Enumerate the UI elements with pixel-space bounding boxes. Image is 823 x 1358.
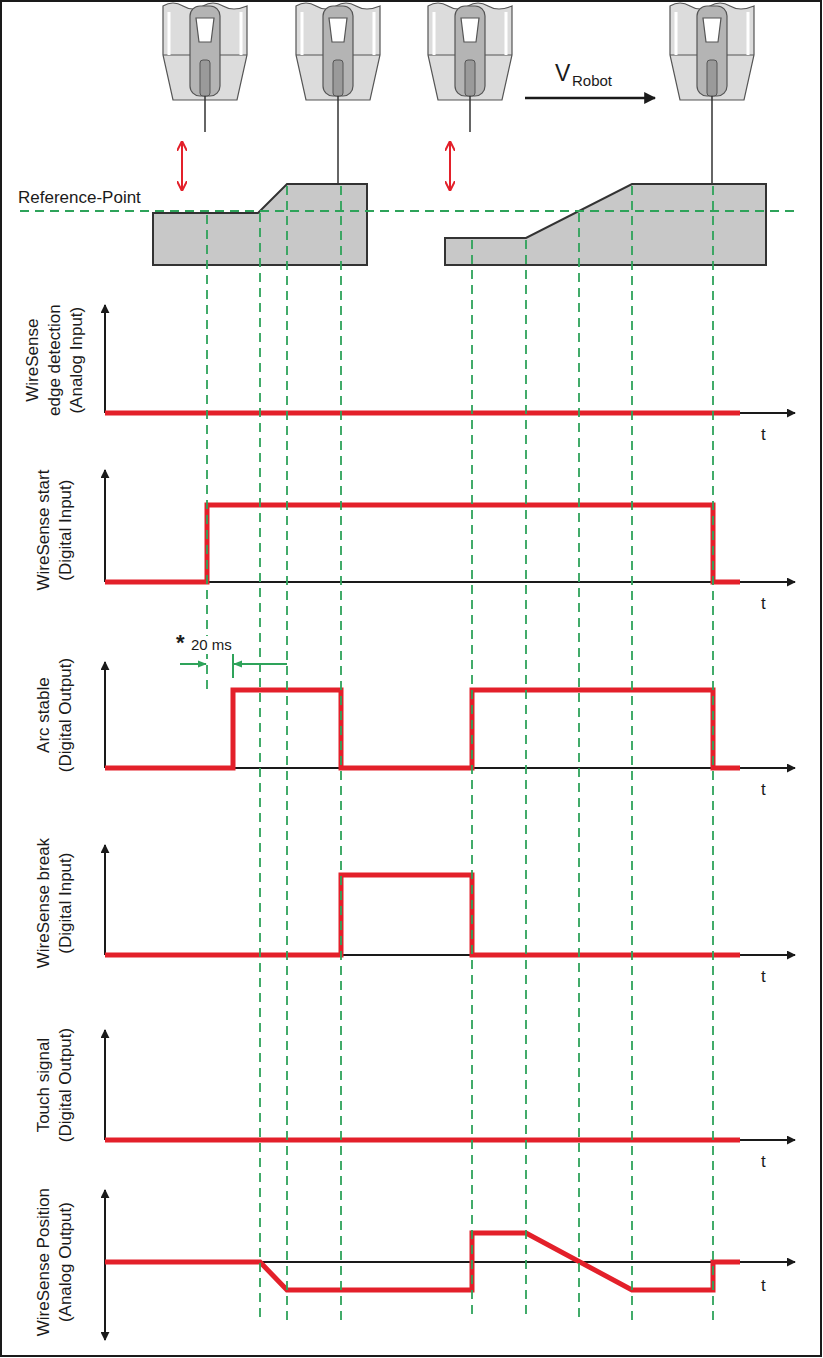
- signal-name: WireSense Position (Analog Output): [33, 1180, 77, 1345]
- axes: [105, 305, 795, 1340]
- signal-position: [105, 1233, 740, 1290]
- welding-torch: [670, 3, 754, 100]
- time-marker: [206, 215, 208, 690]
- welding-wire: [337, 96, 339, 184]
- signal-edge-detection: [105, 411, 740, 416]
- time-axis-label: t: [761, 1152, 766, 1172]
- welding-torch: [163, 3, 247, 100]
- signal-arc-stable: [105, 690, 740, 768]
- dimension-tick: [232, 652, 234, 678]
- dimension-arrow: [234, 663, 287, 665]
- signal-name: Touch signal (Digital Output): [33, 1015, 77, 1155]
- welding-wire: [711, 96, 713, 184]
- signal-name: WireSense break (Digital Input): [33, 828, 77, 978]
- workpiece: [445, 184, 766, 265]
- y-axis: [104, 662, 106, 768]
- welding-wire: [469, 96, 471, 132]
- t-axis: [105, 1139, 795, 1141]
- welding-torch: [296, 3, 380, 100]
- time-axis-label: t: [761, 780, 766, 800]
- gap-arrow: [181, 142, 183, 190]
- time-marker: [712, 186, 714, 1320]
- robot-velocity-arrow: [525, 97, 655, 100]
- welding-torch: [428, 3, 512, 100]
- time-marker: [286, 186, 288, 1320]
- time-marker: [631, 186, 633, 1320]
- signal-start: [105, 505, 740, 582]
- time-marker: [259, 213, 261, 1320]
- time-axis-label: t: [761, 967, 766, 987]
- delay-dimension-label: 20 ms: [189, 636, 234, 654]
- signal-touch: [105, 1138, 740, 1143]
- time-axis-label: t: [761, 1276, 766, 1296]
- signal-name: WireSense start (Digital Input): [33, 460, 77, 600]
- velocity-symbol: V: [555, 60, 570, 88]
- signal-name: Arc stable (Digital Output): [33, 653, 77, 778]
- velocity-subscript: Robot: [572, 72, 612, 90]
- t-axis: [105, 412, 795, 414]
- time-marker: [340, 186, 342, 1320]
- gap-arrows: [182, 142, 450, 190]
- torches: [163, 3, 754, 100]
- time-axis-label: t: [761, 594, 766, 614]
- footnote-mark: *: [176, 630, 185, 656]
- y-axis: [104, 1030, 106, 1140]
- time-marker: [471, 240, 473, 1320]
- y-axis: [104, 1190, 106, 1340]
- y-axis: [104, 470, 106, 582]
- reference-line: [20, 210, 795, 212]
- wires: [205, 96, 712, 184]
- gap-arrow: [449, 142, 451, 190]
- welding-wire: [204, 96, 206, 132]
- workpiece: [153, 184, 367, 265]
- y-axis: [104, 845, 106, 955]
- time-marker: [578, 213, 580, 1320]
- time-axis-label: t: [761, 425, 766, 445]
- signals: [105, 413, 740, 1290]
- signal-name: WireSense edge detection (Analog Input): [22, 300, 88, 420]
- delay-dimension: [180, 652, 287, 678]
- y-axis: [104, 305, 106, 413]
- time-markers: [207, 186, 713, 1320]
- signal-break: [105, 875, 740, 955]
- workpieces: [153, 184, 766, 265]
- dimension-arrow: [180, 663, 206, 665]
- time-marker: [525, 240, 527, 1320]
- reference-label: Reference-Point: [18, 188, 141, 208]
